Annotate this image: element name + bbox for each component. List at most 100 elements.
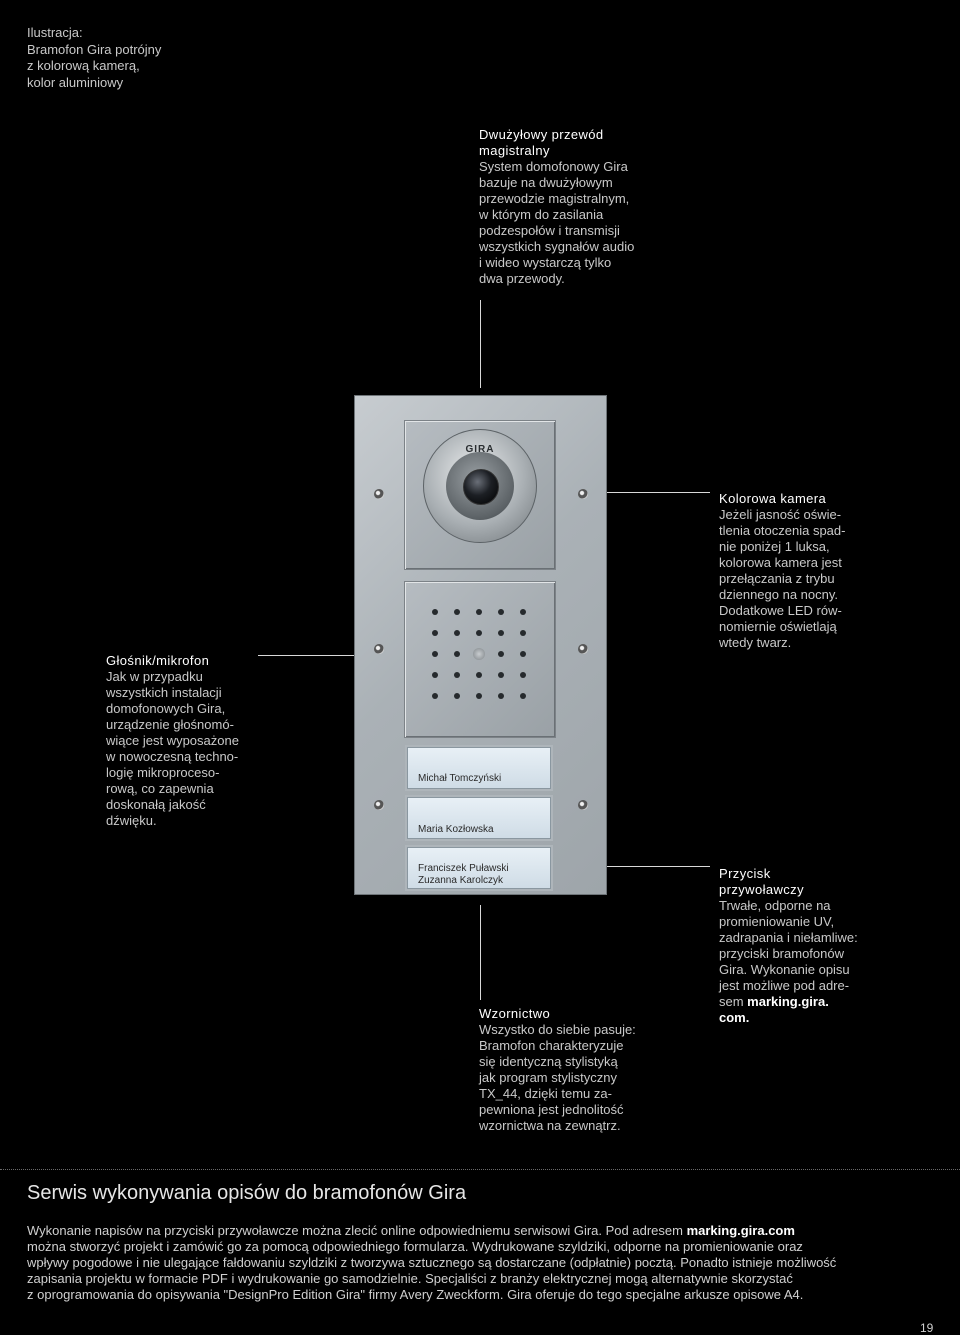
- service-text: wpływy pogodowe i nie ulegające fałdowan…: [27, 1255, 837, 1270]
- caption-line: kolor aluminiowy: [27, 74, 124, 90]
- speaker-hole: [520, 630, 526, 636]
- illustration-caption: Ilustracja: Bramofon Gira potrójny z kol…: [27, 25, 161, 91]
- speaker-text: Jak w przypadku: [106, 669, 203, 684]
- speaker-hole: [520, 651, 526, 657]
- screw-icon: [374, 489, 384, 499]
- speaker-hole: [498, 630, 504, 636]
- call-button-label: Michał Tomczyński: [418, 773, 502, 784]
- speaker-text: wszystkich instalacji: [106, 685, 222, 700]
- speaker-hole: [432, 693, 438, 699]
- caption-line: Bramofon Gira potrójny: [27, 41, 162, 57]
- screw-icon: [578, 800, 588, 810]
- service-text: można stworzyć projekt i zamówić go za p…: [27, 1239, 803, 1254]
- call-button-1[interactable]: Michał Tomczyński: [407, 747, 551, 789]
- speaker-text: dźwięku.: [106, 813, 157, 828]
- service-text: zapisania projektu w formacie PDF i wydr…: [27, 1271, 793, 1286]
- callbutton-text: zadrapania i niełamliwe:: [719, 930, 858, 945]
- caption-line: z kolorową kamerą,: [27, 58, 140, 73]
- speaker-hole: [520, 672, 526, 678]
- speaker-module: [404, 581, 556, 738]
- marking-link-part[interactable]: marking.gira.: [747, 994, 829, 1009]
- speaker-hole: [454, 651, 460, 657]
- speaker-hole: [476, 630, 482, 636]
- speaker-hole: [454, 672, 460, 678]
- call-button-label: Zuzanna Karolczyk: [418, 875, 504, 886]
- speaker-hole: [520, 609, 526, 615]
- design-title: Wzornictwo: [479, 1006, 551, 1021]
- camera-text: dziennego na nocny.: [719, 587, 839, 602]
- callbutton-text: Gira. Wykonanie opisu: [719, 962, 850, 977]
- speaker-title: Głośnik/mikrofon: [106, 653, 210, 668]
- camera-text: nie poniżej 1 luksa,: [719, 539, 830, 554]
- callbutton-text: sem: [719, 994, 748, 1009]
- call-button-label: Franciszek Puławski: [418, 863, 509, 874]
- speaker-hole: [498, 609, 504, 615]
- bus-annotation: Dwużyłowy przewód magistralny System dom…: [479, 127, 634, 287]
- design-text: TX_44, dzięki temu za-: [479, 1086, 612, 1101]
- camera-text: wtedy twarz.: [719, 635, 792, 650]
- camera-ring: GIRA: [423, 429, 537, 543]
- callbutton-annotation: Przycisk przywoławczy Trwałe, odporne na…: [719, 866, 858, 1026]
- callbutton-leader-line: [540, 866, 710, 867]
- caption-line: Ilustracja:: [27, 25, 83, 40]
- bus-text: podzespołów i transmisji: [479, 223, 620, 238]
- speaker-hole: [498, 651, 504, 657]
- speaker-leader-line: [258, 655, 438, 656]
- callbutton-text: Trwałe, odporne na: [719, 898, 831, 913]
- speaker-text: urządzenie głośnomó-: [106, 717, 234, 732]
- microphone-icon: [473, 648, 485, 660]
- callbutton-text: jest możliwe pod adre-: [719, 978, 850, 993]
- screw-icon: [578, 644, 588, 654]
- bus-text: bazuje na dwużyłowym: [479, 175, 613, 190]
- speaker-hole: [432, 630, 438, 636]
- speaker-hole: [498, 693, 504, 699]
- design-text: Wszystko do siebie pasuje:: [479, 1022, 636, 1037]
- speaker-text: logię mikroproceso-: [106, 765, 220, 780]
- camera-lens-icon: [463, 469, 499, 505]
- callbutton-title: Przycisk: [719, 866, 771, 881]
- marking-link-part[interactable]: com.: [719, 1010, 750, 1025]
- screw-icon: [374, 644, 384, 654]
- section-divider: [0, 1169, 960, 1170]
- camera-text: kolorowa kamera jest: [719, 555, 842, 570]
- speaker-hole: [498, 672, 504, 678]
- screw-icon: [374, 800, 384, 810]
- speaker-hole: [454, 630, 460, 636]
- speaker-hole: [432, 609, 438, 615]
- call-button-2[interactable]: Maria Kozłowska: [407, 797, 551, 839]
- design-text: pewniona jest jednolitość: [479, 1102, 624, 1117]
- callbutton-text: przyciski bramofonów: [719, 946, 844, 961]
- camera-title: Kolorowa kamera: [719, 491, 827, 506]
- call-button-label: Maria Kozłowska: [418, 824, 494, 835]
- service-body: Wykonanie napisów na przyciski przywoław…: [27, 1223, 836, 1303]
- bus-title: magistralny: [479, 143, 550, 158]
- call-button-3[interactable]: Franciszek Puławski Zuzanna Karolczyk: [407, 847, 551, 889]
- service-title: Serwis wykonywania opisów do bramofonów …: [27, 1182, 467, 1204]
- camera-text: przełączania z trybu: [719, 571, 835, 586]
- bus-text: dwa przewody.: [479, 271, 565, 286]
- camera-module: GIRA: [404, 420, 556, 570]
- design-text: jak program stylistyczny: [479, 1070, 617, 1085]
- marking-link[interactable]: marking.gira.com: [686, 1223, 795, 1238]
- design-annotation: Wzornictwo Wszystko do siebie pasuje: Br…: [479, 1006, 636, 1134]
- speaker-hole: [432, 651, 438, 657]
- speaker-text: rową, co zapewnia: [106, 781, 214, 796]
- camera-text: nomiernie oświetlają: [719, 619, 837, 634]
- intercom-panel: GIRA Michał Tomczyński: [354, 395, 607, 895]
- camera-leader-line: [510, 492, 710, 493]
- camera-text: Dodatkowe LED rów-: [719, 603, 842, 618]
- bus-text: System domofonowy Gira: [479, 159, 628, 174]
- speaker-hole: [454, 609, 460, 615]
- speaker-hole: [520, 693, 526, 699]
- service-text: Wykonanie napisów na przyciski przywoław…: [27, 1223, 687, 1238]
- bus-text: przewodzie magistralnym,: [479, 191, 630, 206]
- speaker-hole: [454, 693, 460, 699]
- bus-title: Dwużyłowy przewód: [479, 127, 604, 142]
- camera-annotation: Kolorowa kamera Jeżeli jasność oświe- tl…: [719, 491, 845, 651]
- design-leader-line: [480, 905, 481, 1000]
- screw-icon: [578, 489, 588, 499]
- bus-text: wszystkich sygnałów audio: [479, 239, 635, 254]
- camera-housing: [446, 452, 514, 520]
- design-text: wzornictwa na zewnątrz.: [479, 1118, 621, 1133]
- speaker-hole: [432, 672, 438, 678]
